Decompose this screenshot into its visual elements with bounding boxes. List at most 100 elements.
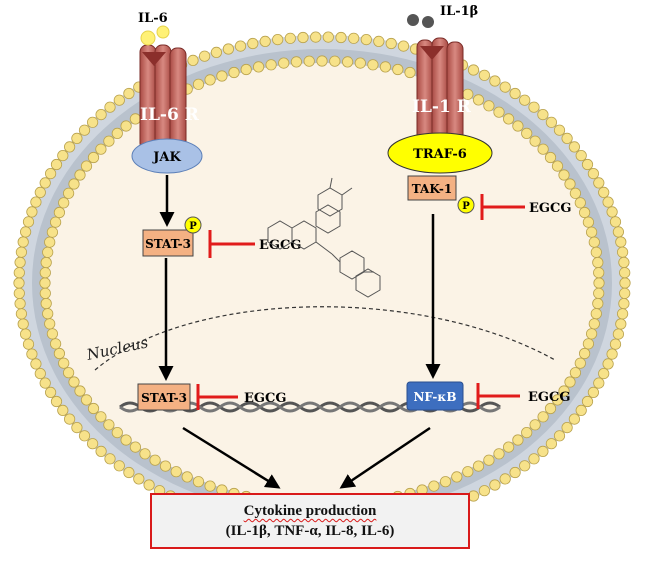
membrane-head	[149, 454, 161, 466]
membrane-head	[78, 124, 91, 136]
membrane-head	[528, 101, 540, 113]
membrane-head	[228, 66, 240, 79]
membrane-head	[210, 46, 222, 59]
traf6-node	[387, 132, 493, 174]
phospho-label: P	[189, 221, 197, 232]
membrane-head	[259, 35, 271, 48]
membrane-head	[619, 267, 631, 279]
stat3-nuc-label: STAT-3	[141, 391, 187, 405]
inhibition-stat3-cyto	[208, 230, 255, 258]
membrane-head	[593, 287, 605, 299]
membrane-head	[519, 460, 531, 472]
membrane-head	[222, 43, 234, 55]
membrane-head	[574, 197, 586, 209]
membrane-head	[588, 318, 600, 330]
membrane-head	[44, 386, 57, 398]
membrane-head	[558, 385, 570, 397]
membrane-head	[34, 186, 46, 198]
membrane-head	[618, 297, 630, 310]
stat3-cyto-label: STAT-3	[145, 237, 191, 251]
membrane-head	[49, 216, 62, 228]
membrane-head	[68, 178, 80, 190]
membrane-head	[74, 169, 86, 181]
membrane-head	[615, 236, 627, 248]
membrane-head	[585, 226, 598, 238]
membrane-head	[578, 206, 591, 219]
membrane-head	[615, 318, 627, 330]
membrane-head	[519, 94, 531, 106]
membrane-head	[74, 385, 86, 397]
membrane-head	[129, 441, 141, 453]
membrane-head	[537, 143, 549, 155]
membrane-head	[598, 186, 610, 198]
il1b-ligand-dot	[407, 14, 419, 26]
membrane-head	[574, 357, 586, 369]
membrane-head	[489, 75, 501, 87]
il1b-ligand-label: IL-1β	[440, 4, 478, 19]
membrane-head	[39, 377, 51, 389]
membrane-head	[13, 277, 25, 289]
membrane-head	[545, 438, 558, 450]
membrane-head	[616, 308, 629, 320]
membrane-head	[588, 236, 600, 248]
membrane-head	[20, 226, 32, 238]
membrane-head	[143, 479, 155, 491]
membrane-head	[204, 74, 216, 86]
membrane-head	[489, 479, 501, 491]
membrane-head	[619, 287, 631, 299]
membrane-head	[42, 246, 54, 258]
membrane-head	[502, 113, 515, 125]
membrane-head	[587, 168, 600, 180]
membrane-head	[509, 466, 521, 479]
phospho-label: P	[462, 201, 470, 212]
membrane-head	[553, 124, 566, 136]
membrane-head	[64, 141, 76, 153]
membrane-head	[521, 426, 533, 439]
membrane-head	[568, 413, 581, 425]
membrane-head	[87, 402, 100, 415]
membrane-head	[493, 448, 505, 460]
membrane-head	[13, 287, 25, 299]
membrane-head	[272, 33, 284, 46]
membrane-head	[192, 78, 205, 90]
membrane-head	[87, 438, 99, 450]
membrane-head	[472, 460, 485, 472]
membrane-head	[512, 434, 524, 446]
membrane-head	[113, 94, 125, 106]
membrane-head	[199, 50, 211, 62]
nfkb-box	[406, 381, 464, 411]
membrane-head	[187, 54, 199, 67]
membrane-head	[373, 35, 385, 48]
membrane-head	[499, 473, 511, 485]
il1-receptor: IL-1 R	[412, 37, 472, 149]
membrane-head	[53, 206, 66, 219]
membrane-head	[104, 453, 116, 465]
membrane-head	[80, 394, 93, 406]
membrane-head	[569, 187, 582, 199]
membrane-head	[68, 376, 80, 388]
il6-ligand-label: IL-6	[138, 11, 168, 26]
egcg-label: EGCG	[528, 390, 570, 405]
membrane-head	[553, 430, 566, 442]
membrane-head	[472, 94, 485, 106]
membrane-head	[582, 338, 595, 350]
membrane-head	[120, 434, 132, 446]
membrane-head	[40, 297, 52, 310]
membrane-head	[561, 132, 573, 144]
membrane-head	[30, 196, 42, 208]
traf6-label: TRAF-6	[413, 147, 467, 162]
il1b-ligand-dot	[422, 16, 434, 28]
membrane-head	[575, 404, 587, 416]
membrane-head	[50, 395, 63, 408]
nucleus-boundary	[94, 306, 556, 371]
membrane-head	[240, 63, 252, 76]
membrane-head	[544, 402, 557, 415]
egcg-label: EGCG	[259, 238, 301, 253]
membrane-head	[253, 61, 265, 73]
membrane-head	[78, 430, 91, 442]
membrane-head	[483, 100, 495, 112]
membrane-head	[181, 471, 193, 483]
membrane-head	[537, 109, 549, 121]
membrane-head	[590, 246, 602, 258]
membrane-head	[46, 226, 59, 238]
